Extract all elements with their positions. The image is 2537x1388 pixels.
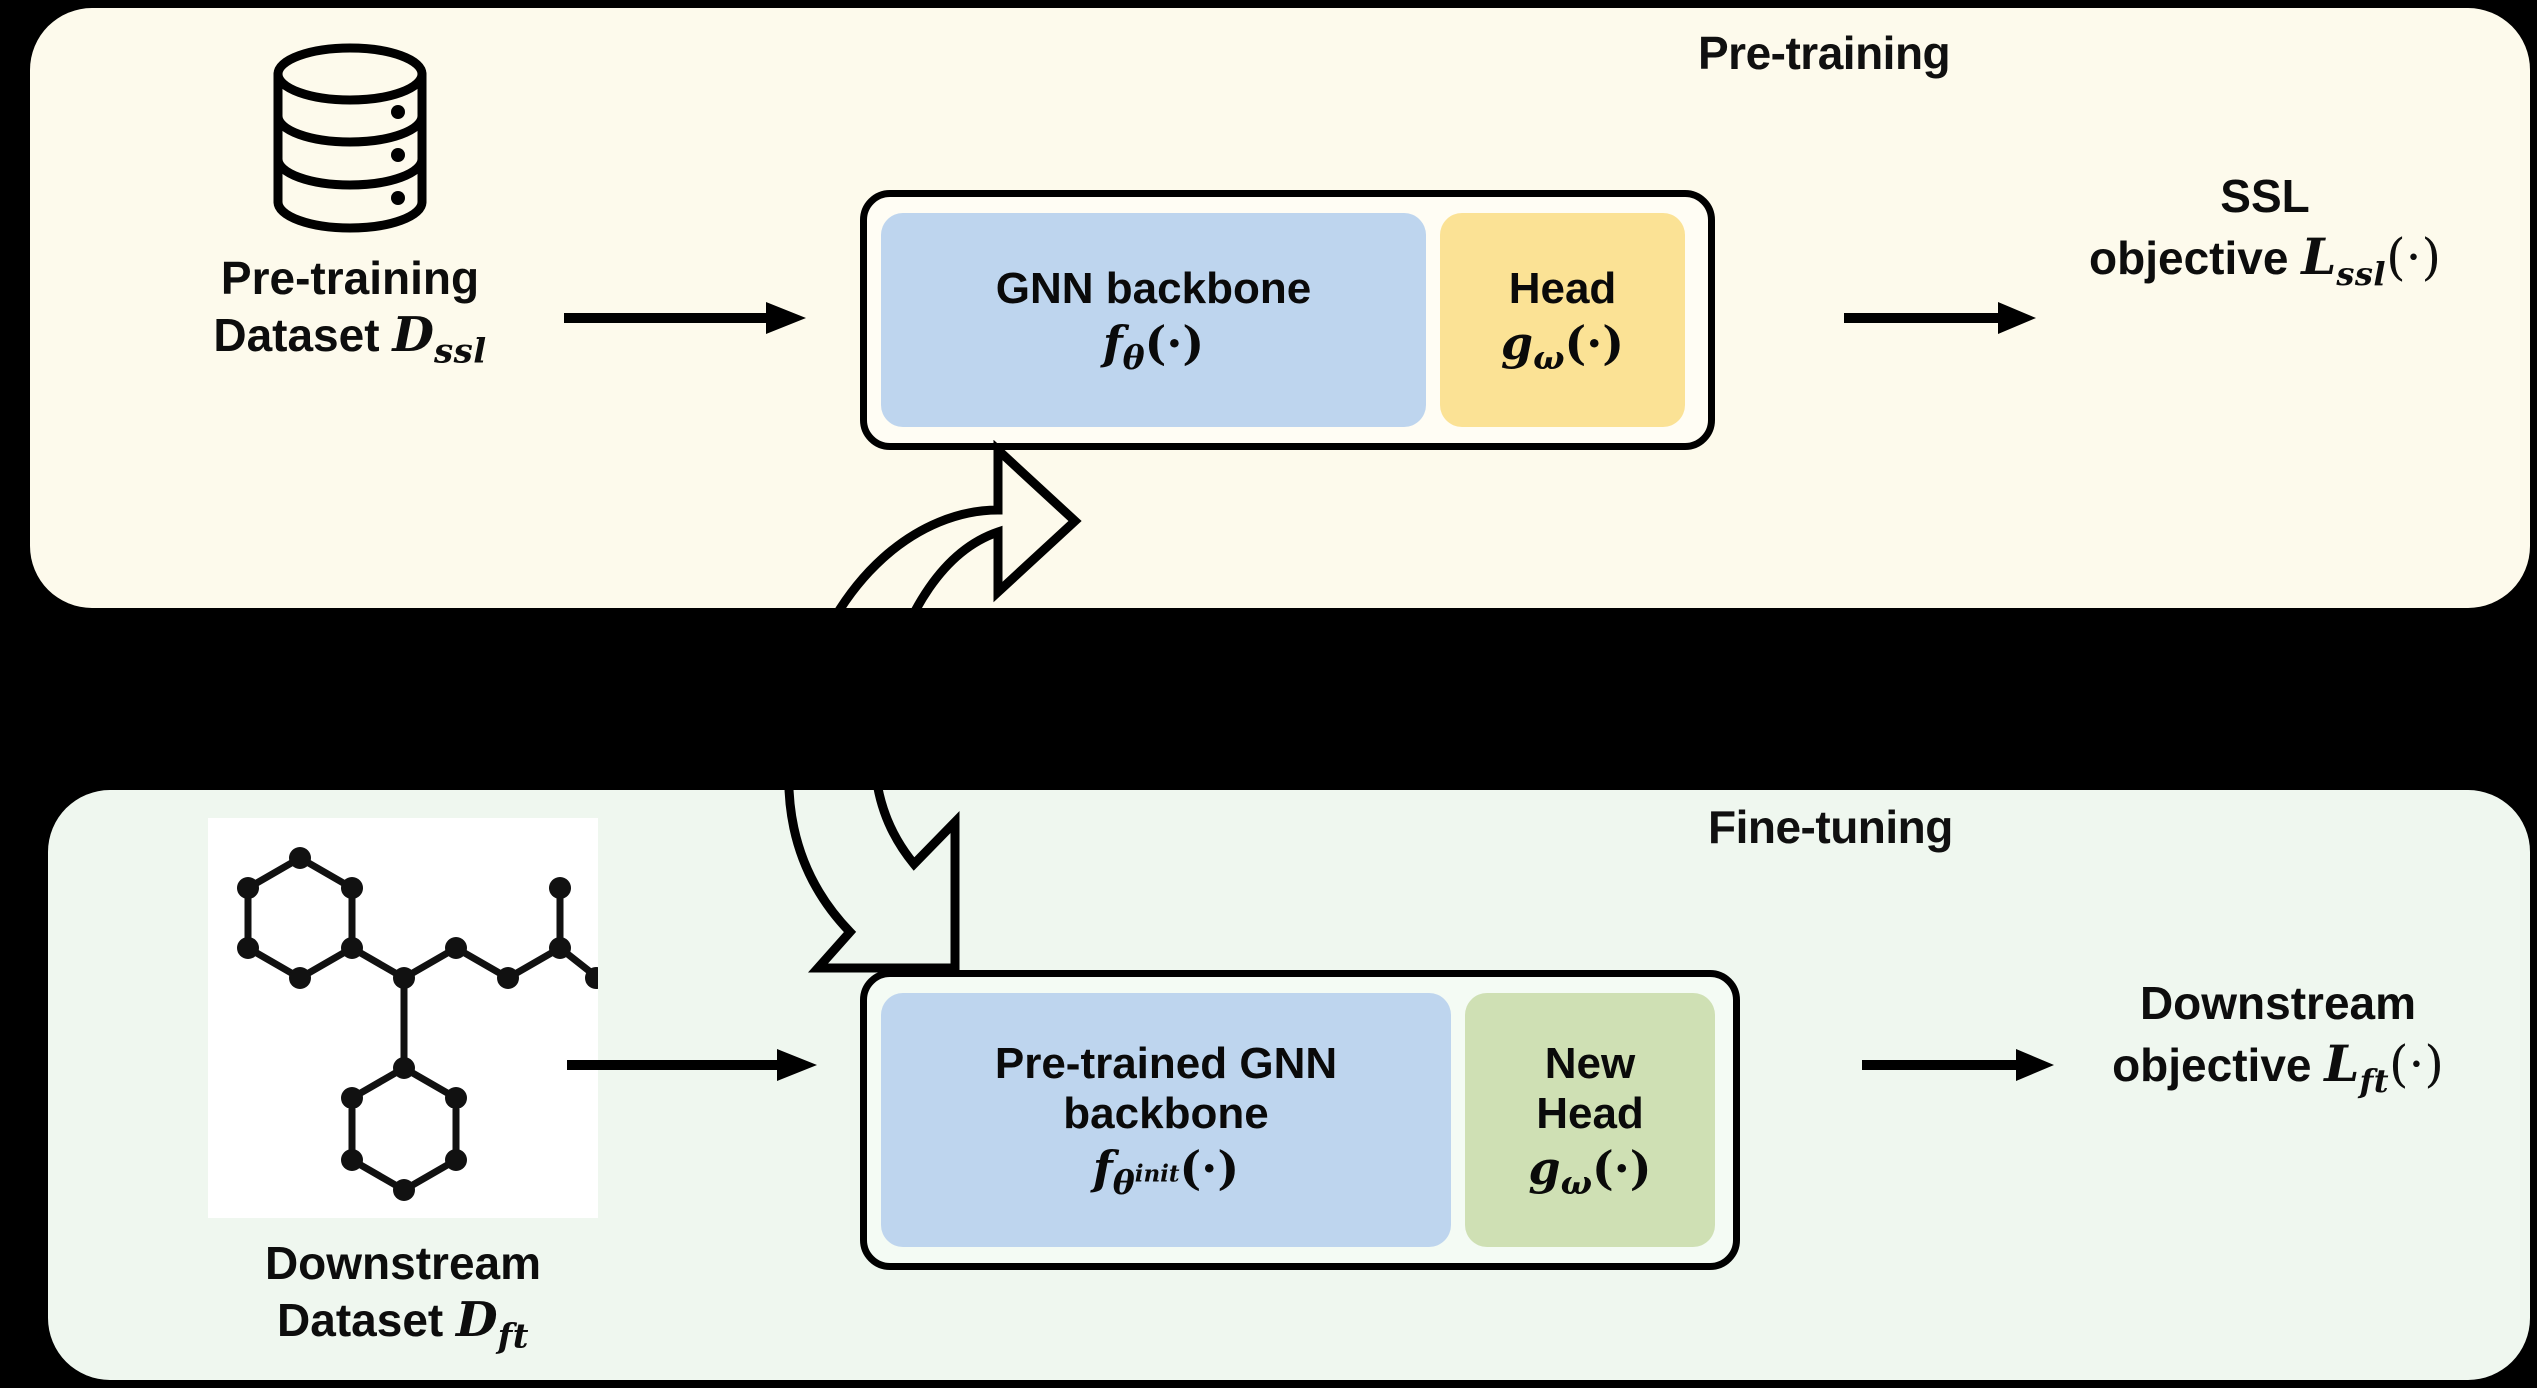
pretraining-backbone-arg: (·) <box>1144 316 1205 371</box>
molecule-image-plate <box>208 818 598 1108</box>
pretraining-backbone-sub: θ <box>1122 338 1145 378</box>
finetuning-backbone-formula: fθinit(·) <box>1093 1144 1239 1201</box>
finetuning-objective-caption: Downstream objective Lft(·) <box>2028 975 2528 1100</box>
pretraining-objective-symbol: L <box>2301 226 2337 286</box>
finetuning-backbone-sub-init: init <box>1134 1160 1180 1188</box>
finetuning-dataset-caption-line1: Downstream <box>264 1237 542 1289</box>
arrow-finetune-model-to-objective <box>1858 1045 2058 1085</box>
pretraining-dataset-caption-line1: Pre-training <box>220 252 480 304</box>
pretraining-backbone-module: GNN backbone fθ(·) <box>881 213 1426 427</box>
finetuning-head-label-line2: Head <box>1536 1088 1644 1138</box>
arrow-pretrain-model-to-objective <box>1840 298 2040 338</box>
pretraining-model-box: GNN backbone fθ(·) Head gω(·) <box>860 190 1715 450</box>
pretraining-objective-caption: SSL objective Lssl(·) <box>2040 168 2490 293</box>
pretraining-head-label: Head <box>1508 264 1617 314</box>
arrow-finetune-data-to-model <box>563 1045 823 1085</box>
finetuning-objective-subscript: ft <box>2359 1061 2389 1100</box>
pretraining-head-fn: g <box>1500 316 1534 371</box>
finetuning-backbone-module: Pre-trained GNN backbone fθinit(·) <box>881 993 1451 1247</box>
pretraining-dataset-block: Pre-training Dataset Dssl <box>140 38 560 373</box>
finetuning-dataset-caption-line2: Dataset Dft <box>138 1291 668 1358</box>
finetuning-head-arg: (·) <box>1592 1141 1652 1195</box>
pretraining-objective-arg: (·) <box>2386 227 2441 286</box>
finetuning-backbone-label-line1: Pre-trained GNN <box>994 1039 1338 1089</box>
finetuning-backbone-fn: f <box>1092 1141 1113 1195</box>
arrow-pretrain-data-to-model <box>560 298 810 338</box>
finetuning-backbone-label-line2: backbone <box>1063 1088 1269 1138</box>
finetuning-backbone-sub: θinit <box>1112 1160 1180 1202</box>
finetuning-panel-title: Fine-tuning <box>1708 801 1953 853</box>
pretraining-backbone-fn: f <box>1102 316 1123 371</box>
pretraining-panel-title: Pre-training <box>1698 27 1951 79</box>
finetuning-head-module: New Head gω(·) <box>1465 993 1715 1247</box>
finetuning-objective-arg: (·) <box>2388 1034 2444 1093</box>
finetuning-dataset-subscript: ft <box>497 1316 529 1357</box>
pretraining-objective-subscript: ssl <box>2336 254 2387 293</box>
molecule-image-plate-lower <box>208 1108 598 1218</box>
pretraining-head-arg: (·) <box>1564 316 1625 371</box>
finetuning-head-fn: g <box>1528 1141 1561 1195</box>
finetuning-head-formula: gω(·) <box>1528 1144 1651 1201</box>
pretraining-head-formula: gω(·) <box>1501 319 1624 376</box>
pretraining-objective-line2: objective Lssl(·) <box>2040 226 2490 294</box>
pretraining-head-module: Head gω(·) <box>1440 213 1685 427</box>
pretraining-dataset-symbol: D <box>392 307 434 364</box>
pretraining-panel: Pre-training Pre-training Datase <box>30 8 2530 608</box>
pretraining-dataset-subscript: ssl <box>433 331 487 372</box>
finetuning-objective-prefix: objective <box>2112 1038 2325 1091</box>
finetuning-backbone-arg: (·) <box>1179 1141 1240 1195</box>
finetuning-dataset-symbol: D <box>456 1292 498 1349</box>
database-cylinder-icon <box>140 38 560 238</box>
molecule-graph-icon <box>208 818 598 1108</box>
finetuning-objective-line2: objective Lft(·) <box>2028 1033 2528 1101</box>
finetuning-objective-line1: Downstream <box>2139 977 2417 1029</box>
pretraining-head-sub: ω <box>1533 338 1565 378</box>
finetuning-objective-symbol: L <box>2324 1033 2360 1093</box>
finetuning-head-sub: ω <box>1560 1162 1593 1202</box>
pretraining-backbone-formula: fθ(·) <box>1103 319 1204 376</box>
finetuning-head-label-line1: New <box>1544 1039 1636 1089</box>
pretraining-backbone-label: GNN backbone <box>995 264 1312 314</box>
pretraining-dataset-caption-line2: Dataset Dssl <box>140 306 560 373</box>
finetuning-backbone-sub-theta: θ <box>1112 1162 1135 1202</box>
pretraining-dataset-caption-prefix: Dataset <box>213 309 393 362</box>
finetuning-dataset-caption: Downstream Dataset Dft <box>138 1235 668 1358</box>
pretraining-objective-line1: SSL <box>2220 170 2310 222</box>
finetuning-model-box: Pre-trained GNN backbone fθinit(·) New H… <box>860 970 1740 1270</box>
pretraining-objective-prefix: objective <box>2089 231 2302 284</box>
finetuning-dataset-caption-prefix: Dataset <box>277 1294 456 1347</box>
